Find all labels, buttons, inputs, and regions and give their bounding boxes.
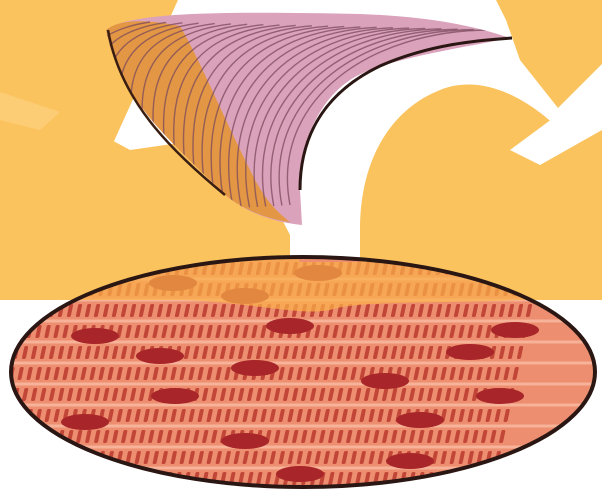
nucleus	[476, 388, 524, 404]
fiber-stripe	[0, 451, 6, 464]
fiber-stripe	[76, 472, 83, 485]
fiber-stripe	[4, 304, 11, 317]
fiber-stripe	[148, 472, 155, 485]
fiber-stripe	[4, 430, 11, 443]
fiber-stripe	[454, 472, 461, 485]
fiber-stripe	[0, 325, 6, 338]
fiber-stripe	[94, 472, 101, 485]
fiber-stripe	[85, 472, 92, 485]
fiber-stripe	[40, 430, 47, 443]
nucleus	[221, 433, 269, 449]
fiber-stripe	[31, 304, 38, 317]
fiber-stripe	[0, 430, 2, 443]
nucleus	[396, 412, 444, 428]
fiber-stripe	[0, 388, 2, 401]
fiber-stripe	[13, 304, 20, 317]
fiber-stripe	[4, 472, 11, 485]
fiber-stripe	[0, 304, 1, 317]
fiber-stripe	[31, 430, 38, 443]
fiber-stripe	[80, 451, 87, 464]
fiber-stripe	[22, 304, 29, 317]
fiber-stripe	[0, 346, 1, 359]
nucleus	[446, 344, 494, 360]
nucleus	[136, 348, 184, 364]
fiber-stripe	[22, 472, 29, 485]
fiber-stripe	[49, 472, 56, 485]
fiber-stripe	[17, 409, 24, 422]
fiber-stripe	[481, 472, 488, 485]
fiber-stripe	[22, 430, 29, 443]
fiber-stripe	[40, 472, 47, 485]
fiber-stripe	[121, 472, 128, 485]
fiber-stripe	[17, 451, 24, 464]
fiber-stripe	[40, 304, 47, 317]
fiber-stripe	[58, 472, 65, 485]
fiber-stripe	[53, 451, 60, 464]
fiber-stripe	[13, 472, 20, 485]
fiber-stripe	[13, 430, 20, 443]
fiber-stripe	[8, 325, 15, 338]
right-upper-limb	[496, 0, 602, 108]
nucleus	[386, 453, 434, 469]
fiber-stripe	[112, 472, 119, 485]
fiber-stripe	[139, 472, 146, 485]
nucleus	[361, 373, 409, 389]
fiber-stripe	[103, 472, 110, 485]
fiber-stripe	[4, 346, 11, 359]
fiber-stripe	[472, 472, 479, 485]
fiber-stripe	[67, 472, 74, 485]
fiber-stripe	[130, 472, 137, 485]
fiber-stripe	[35, 451, 42, 464]
nucleus	[266, 318, 314, 334]
fiber-stripe	[0, 367, 6, 380]
nucleus	[151, 388, 199, 404]
fiber-stripe	[0, 472, 2, 485]
nucleus	[491, 322, 539, 338]
nucleus	[276, 466, 324, 482]
fiber-stripe	[0, 409, 6, 422]
fiber-stripe	[26, 451, 33, 464]
nucleus	[61, 414, 109, 430]
fiber-stripe	[17, 325, 24, 338]
nucleus	[71, 328, 119, 344]
fiber-stripe	[4, 388, 11, 401]
nucleus	[231, 360, 279, 376]
fiber-stripe	[44, 451, 51, 464]
fiber-stripe	[62, 451, 69, 464]
fiber-stripe	[71, 451, 78, 464]
fiber-stripe	[8, 451, 15, 464]
fiber-stripe	[31, 472, 38, 485]
fiber-stripe	[463, 472, 470, 485]
fiber-stripe	[8, 409, 15, 422]
fiber-stripe	[490, 472, 497, 485]
